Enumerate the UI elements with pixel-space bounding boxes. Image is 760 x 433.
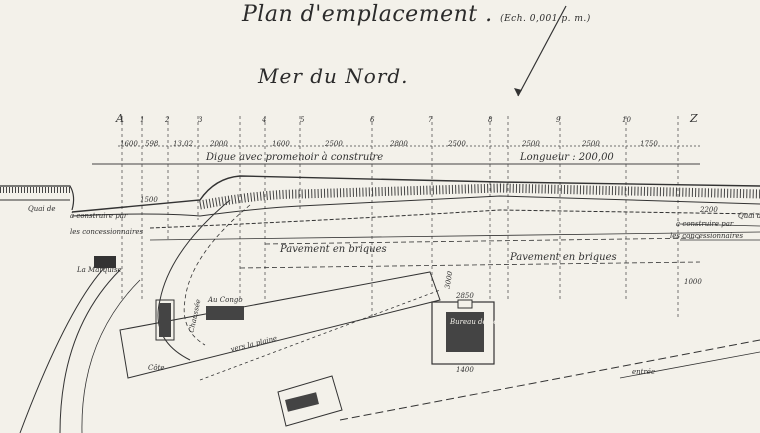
quai-label-right: Quai de <box>738 212 760 220</box>
dimension-value: 1600 <box>120 140 138 148</box>
station-number: 2 <box>165 116 170 124</box>
dimension-value: 13.02 <box>173 140 194 148</box>
dimension-2200: 2200 <box>700 206 718 214</box>
station-number: 9 <box>556 116 561 124</box>
dimension-value: 1600 <box>272 140 290 148</box>
sea-wall <box>0 175 760 241</box>
plan-title: Plan d'emplacement . (Ech. 0,001 p. m.) <box>242 2 591 27</box>
dimension-value: 2500 <box>448 140 466 148</box>
quai-label-left: Quai de <box>28 205 56 213</box>
station-lines <box>121 116 679 320</box>
entrance-label: entrée <box>632 368 656 376</box>
building-au-congo <box>206 306 244 320</box>
dimension-1400: 1400 <box>456 366 474 374</box>
sea-label: Mer du Nord. <box>258 64 409 88</box>
station-number: 4 <box>262 116 267 124</box>
plaine-corridor <box>119 271 441 381</box>
station-number: 8 <box>488 116 493 124</box>
pavement-label: Pavement en briques <box>510 252 617 263</box>
cote-label: Côte <box>148 364 165 372</box>
station-number: 1 <box>140 116 145 124</box>
station-number: 7 <box>428 116 433 124</box>
start-letter: A <box>116 112 124 125</box>
dimension-value: 2800 <box>390 140 408 148</box>
station-number: 5 <box>300 116 305 124</box>
marquise-label: La Marquise <box>77 266 122 274</box>
dimension-1000: 1000 <box>684 278 702 286</box>
concession-note-left: les concessionnaires <box>70 228 144 236</box>
au-congo-label: Au Congo <box>208 296 243 304</box>
construction-note-right: à construire par <box>676 220 734 228</box>
building-marquise <box>94 256 116 268</box>
north-arrow-icon <box>514 5 567 97</box>
dimension-value: 598 <box>145 140 159 148</box>
length-caption: Longueur : 200,00 <box>520 152 614 163</box>
end-letter: Z <box>690 112 698 125</box>
dimension-value: 2500 <box>582 140 600 148</box>
post-office-label: Bureau de poste <box>450 318 509 326</box>
dimension-value: 2500 <box>522 140 540 148</box>
dimension-1500: 1500 <box>140 196 158 204</box>
station-number: 6 <box>370 116 375 124</box>
station-number: 10 <box>622 116 631 124</box>
dimension-value: 2000 <box>210 140 228 148</box>
dimension-value: 2500 <box>325 140 343 148</box>
dimension-2850: 2850 <box>456 292 474 300</box>
road <box>19 199 251 433</box>
station-number: 3 <box>198 116 203 124</box>
digue-caption: Digue avec promenoir à construire <box>206 152 384 163</box>
building-lower <box>277 375 343 427</box>
building-chaussee <box>155 299 175 341</box>
concession-note-right: les concessionnaires <box>670 232 744 240</box>
building-post <box>431 299 495 365</box>
scale-note: (Ech. 0,001 p. m.) <box>500 14 591 24</box>
construction-note-left: à construire par <box>70 212 128 220</box>
pavement-label: Pavement en briques <box>280 244 387 255</box>
dimension-value: 1750 <box>640 140 658 148</box>
